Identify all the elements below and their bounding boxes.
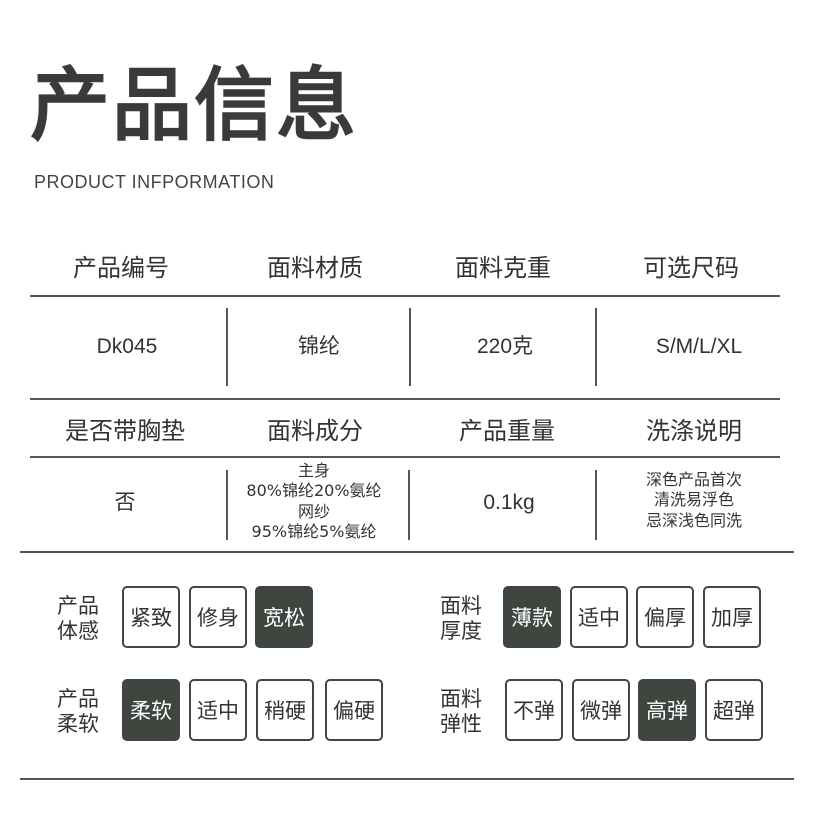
header-washing: 洗涤说明 — [646, 417, 742, 445]
washing-line: 深色产品首次 — [645, 470, 742, 489]
header-product-number: 产品编号 — [73, 254, 169, 282]
elasticity-option-super: 超弹 — [705, 679, 763, 741]
value-sizes: S/M/L/XL — [655, 335, 743, 358]
softness-option-hard: 偏硬 — [325, 679, 383, 741]
table1-divider — [30, 295, 780, 297]
header-fabric-material: 面料材质 — [267, 254, 363, 282]
value-product-weight: 0.1kg — [483, 491, 535, 514]
fit-label: 产品 体感 — [57, 594, 99, 644]
column-divider — [226, 308, 228, 386]
table-section-divider — [30, 398, 780, 400]
table2-divider — [30, 456, 780, 458]
value-product-number: Dk045 — [96, 335, 158, 358]
thickness-label: 面料 厚度 — [440, 594, 482, 644]
value-washing: 深色产品首次 清洗易浮色 忌深浅色同洗 — [599, 470, 789, 531]
softness-option-medium: 适中 — [189, 679, 247, 741]
fit-option-tight: 紧致 — [122, 586, 180, 648]
header-chest-pad: 是否带胸垫 — [65, 417, 185, 445]
value-composition: 主身 80%锦纶20%氨纶 网纱 95%锦纶5%氨纶 — [219, 461, 409, 543]
elasticity-option-slight: 微弹 — [572, 679, 630, 741]
elasticity-label: 面料 弹性 — [440, 687, 482, 737]
page-subtitle: PRODUCT INFPORMATION — [34, 172, 275, 192]
composition-line: 网纱 — [297, 501, 330, 521]
washing-line: 忌深浅色同洗 — [645, 510, 742, 530]
value-fabric-weight: 220克 — [476, 335, 534, 358]
thickness-option-extra-thick: 加厚 — [703, 586, 761, 648]
thickness-option-thick: 偏厚 — [636, 586, 694, 648]
page-title: 产品信息 — [30, 59, 358, 152]
fit-option-loose-selected: 宽松 — [255, 586, 313, 648]
header-product-weight: 产品重量 — [459, 417, 555, 445]
value-fabric-material: 锦纶 — [298, 335, 340, 358]
column-divider — [595, 308, 597, 386]
value-chest-pad: 否 — [114, 491, 136, 514]
column-divider — [595, 470, 597, 540]
elasticity-option-none: 不弹 — [505, 679, 563, 741]
thickness-option-medium: 适中 — [570, 586, 628, 648]
attributes-bottom-divider — [20, 778, 794, 780]
header-fabric-weight: 面料克重 — [455, 254, 551, 282]
column-divider — [408, 470, 410, 540]
column-divider — [409, 308, 411, 386]
softness-label: 产品 柔软 — [57, 687, 99, 737]
column-divider — [226, 470, 228, 540]
elasticity-option-high-selected: 高弹 — [638, 679, 696, 741]
composition-line: 主身 — [297, 461, 330, 480]
header-composition: 面料成分 — [267, 417, 363, 445]
softness-option-slightly-hard: 稍硬 — [256, 679, 314, 741]
thickness-option-thin-selected: 薄款 — [503, 586, 561, 648]
washing-line: 清洗易浮色 — [653, 490, 734, 510]
header-sizes: 可选尺码 — [643, 254, 739, 282]
softness-option-soft-selected: 柔软 — [122, 679, 180, 741]
fit-option-slim: 修身 — [189, 586, 247, 648]
attributes-top-divider — [20, 551, 794, 553]
composition-line: 95%锦纶5%氨纶 — [251, 522, 377, 542]
composition-line: 80%锦纶20%氨纶 — [246, 481, 382, 501]
